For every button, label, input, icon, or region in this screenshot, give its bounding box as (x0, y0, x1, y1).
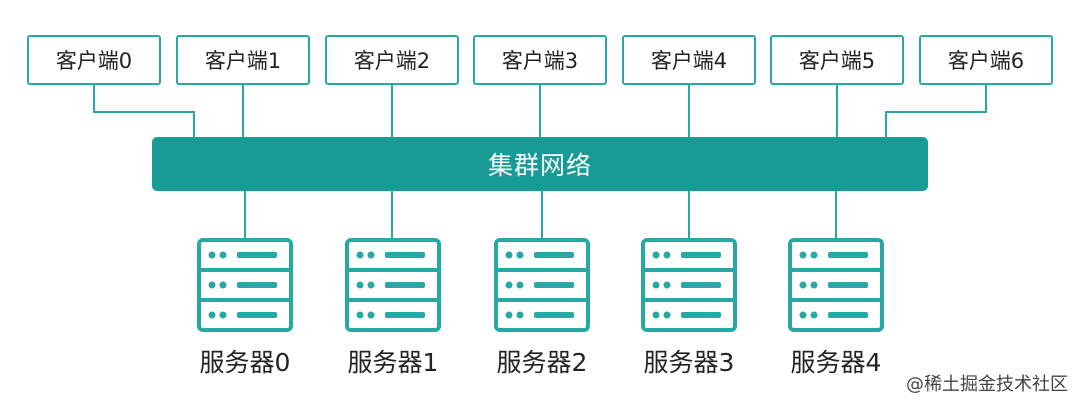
watermark: @稀土掘金技术社区 (906, 374, 1068, 395)
server-label-3: 服务器3 (643, 348, 735, 377)
cluster-network-bus: 集群网络 (152, 137, 928, 191)
server-label-2: 服务器2 (496, 348, 588, 377)
client-label: 客户端5 (798, 49, 876, 73)
server-rack-icon (788, 238, 884, 332)
cluster-network-label: 集群网络 (487, 151, 592, 180)
server-label-4: 服务器4 (790, 348, 882, 377)
server-rack-icon (345, 238, 441, 332)
client-node-5: 客户端5 (770, 35, 904, 85)
server-label-1: 服务器1 (347, 348, 439, 377)
client-label: 客户端3 (501, 49, 579, 73)
client-node-2: 客户端2 (325, 35, 459, 85)
client-label: 客户端1 (204, 49, 282, 73)
server-rack-icon (641, 238, 737, 332)
client-node-0: 客户端0 (27, 35, 161, 85)
client-node-6: 客户端6 (919, 35, 1053, 85)
client-label: 客户端0 (55, 49, 133, 73)
client-label: 客户端2 (353, 49, 431, 73)
client-node-4: 客户端4 (622, 35, 756, 85)
client-0-connector (93, 85, 195, 137)
server-rack-icon (494, 238, 590, 332)
client-6-connector (885, 85, 987, 137)
client-label: 客户端4 (650, 49, 728, 73)
client-node-1: 客户端1 (176, 35, 310, 85)
client-node-3: 客户端3 (473, 35, 607, 85)
server-rack-icon (197, 238, 293, 332)
client-label: 客户端6 (947, 49, 1025, 73)
server-label-0: 服务器0 (199, 348, 291, 377)
